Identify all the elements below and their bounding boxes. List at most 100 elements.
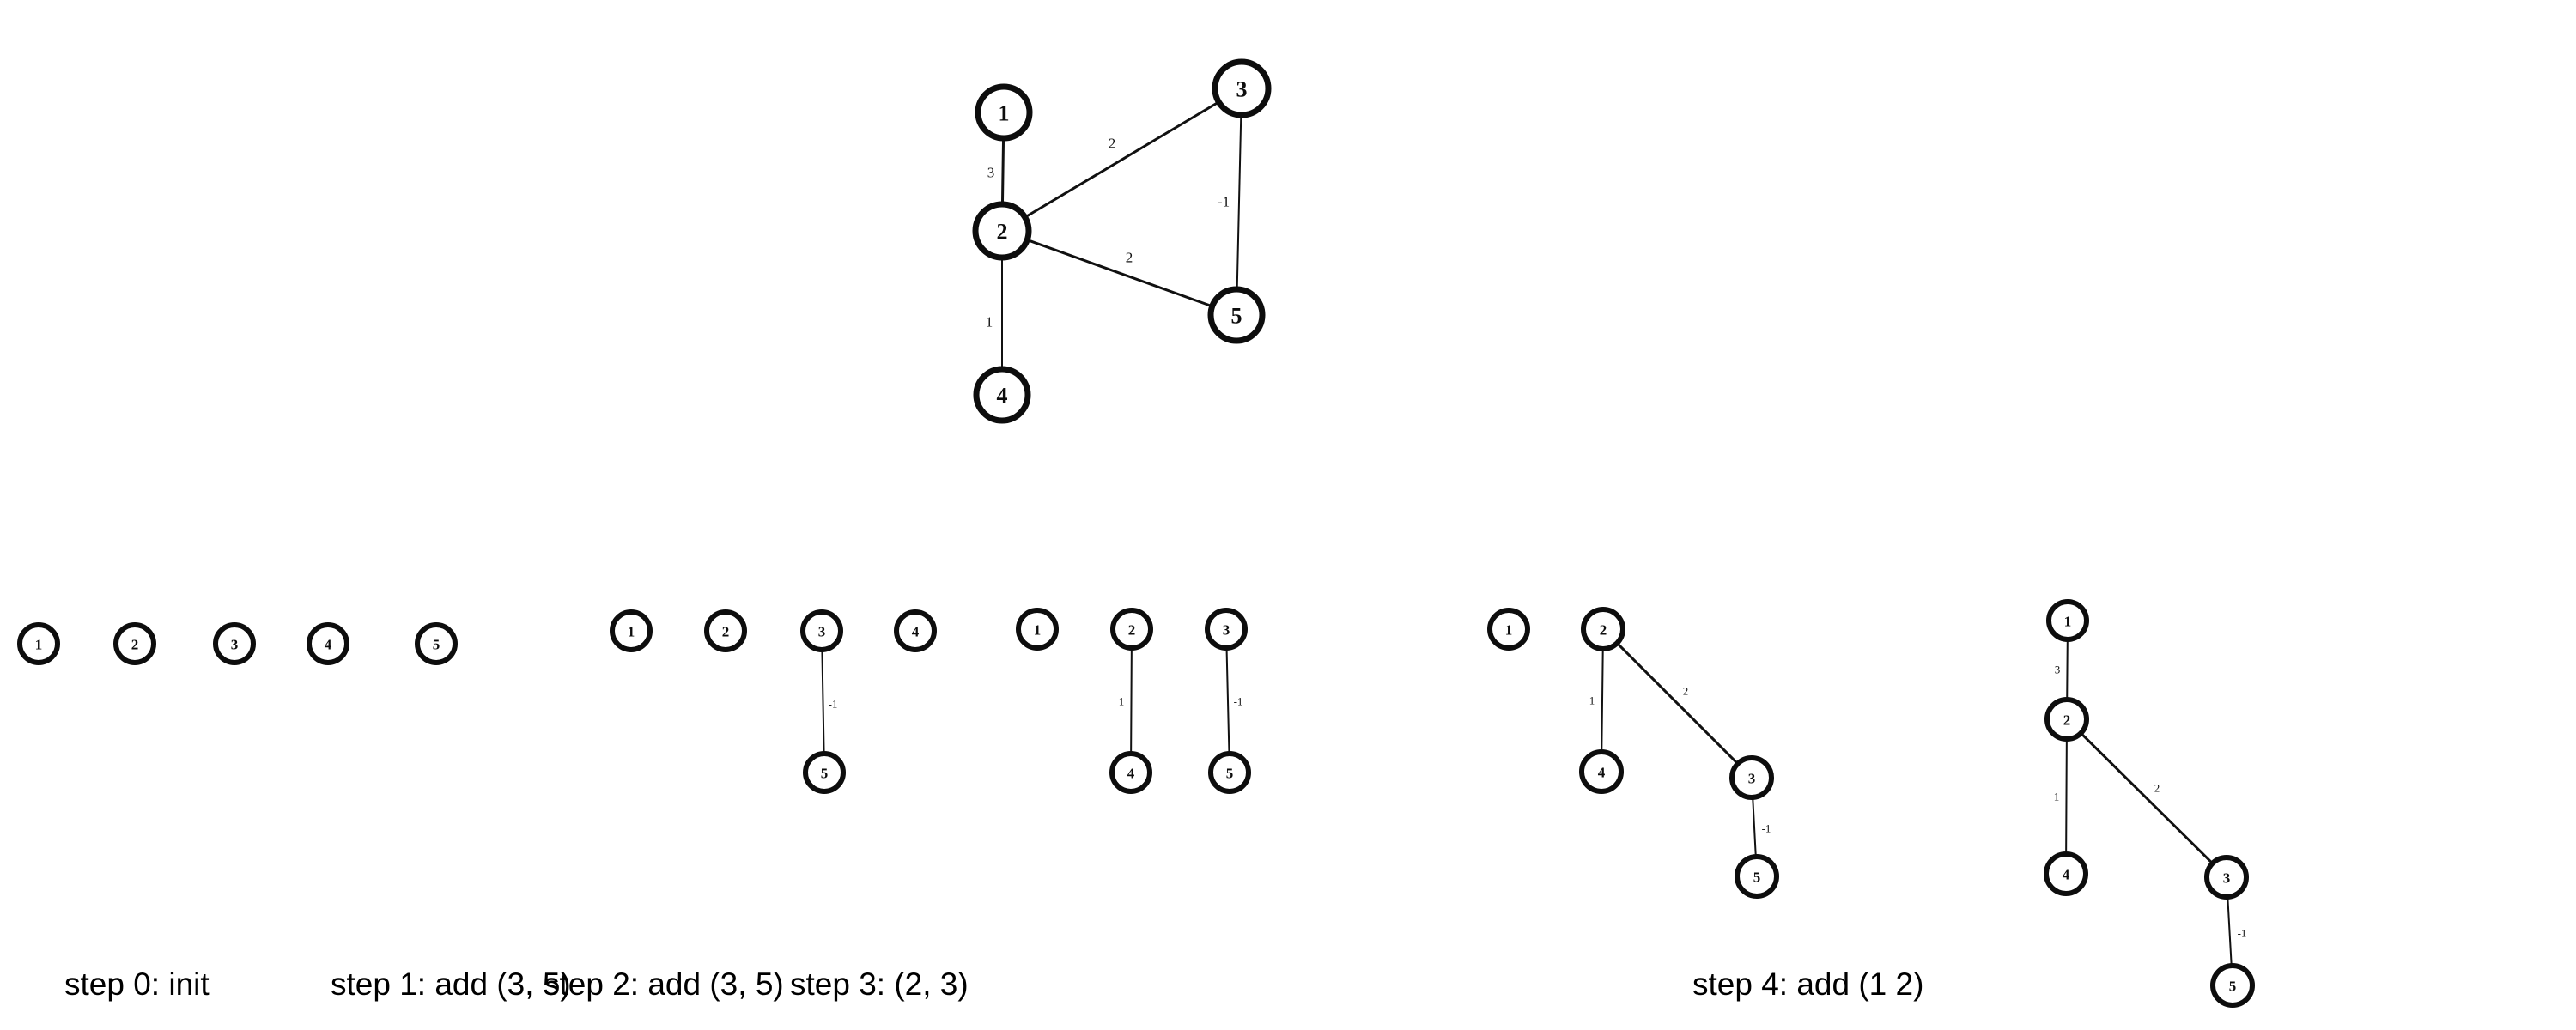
node-circle[interactable]: [113, 622, 156, 665]
edge-2-4: 1: [1119, 648, 1133, 754]
node-circle[interactable]: [1487, 608, 1530, 651]
node-label: 3: [1223, 622, 1230, 639]
node-circle[interactable]: [2210, 963, 2255, 1008]
node-circle[interactable]: [2044, 851, 2088, 896]
graph-node-1[interactable]: 1: [1016, 608, 1059, 651]
graph-node-3[interactable]: 3: [2204, 855, 2249, 900]
graph-node-5[interactable]: 5: [803, 751, 846, 794]
graph-node-2[interactable]: 2: [972, 201, 1032, 261]
node-circle[interactable]: [972, 201, 1032, 261]
edge-line: [1236, 116, 1242, 288]
graph-node-2[interactable]: 2: [704, 609, 747, 652]
graph-node-4[interactable]: 4: [894, 609, 937, 652]
graph-node-5[interactable]: 5: [1207, 286, 1266, 344]
edge-weight-label: 1: [2054, 791, 2060, 803]
graph-node-2[interactable]: 2: [1110, 608, 1153, 651]
edge-line: [2081, 733, 2213, 863]
node-label: 5: [1231, 304, 1242, 329]
graph-node-3[interactable]: 3: [1729, 755, 1774, 800]
graph-node-3[interactable]: 3: [1205, 608, 1248, 651]
node-label: 5: [433, 637, 440, 653]
node-circle[interactable]: [610, 609, 653, 652]
graph-node-5[interactable]: 5: [415, 622, 458, 665]
node-circle[interactable]: [213, 622, 256, 665]
node-label: 4: [912, 624, 920, 640]
node-label: 3: [818, 624, 826, 640]
graph-node-4[interactable]: 4: [1109, 751, 1152, 794]
node-circle[interactable]: [1208, 751, 1251, 794]
node-circle[interactable]: [1212, 58, 1272, 118]
graph-node-5[interactable]: 5: [2210, 963, 2255, 1008]
node-circle[interactable]: [975, 83, 1033, 142]
edge-3-5: -1: [821, 650, 837, 754]
node-label: 4: [1127, 766, 1135, 782]
graph-node-3[interactable]: 3: [213, 622, 256, 665]
node-circle[interactable]: [415, 622, 458, 665]
node-circle[interactable]: [1735, 854, 1779, 899]
graph-node-1[interactable]: 1: [610, 609, 653, 652]
graph-node-4[interactable]: 4: [2044, 851, 2088, 896]
node-circle[interactable]: [2046, 599, 2089, 642]
edge-weight-label: 2: [2154, 782, 2160, 795]
step-caption-step2: step 2: add (3, 5): [544, 966, 784, 1002]
node-label: 1: [1505, 622, 1513, 639]
edge-3-5: -1: [1752, 797, 1771, 857]
node-label: 2: [131, 637, 139, 653]
node-circle[interactable]: [1207, 286, 1266, 344]
step-graph-step1: -1 1 2 3 4 5: [610, 609, 937, 794]
graph-node-2[interactable]: 2: [2044, 697, 2089, 742]
node-label: 5: [1753, 869, 1761, 886]
edge-3-5: -1: [1225, 648, 1243, 754]
node-circle[interactable]: [1109, 751, 1152, 794]
node-circle[interactable]: [1729, 755, 1774, 800]
node-circle[interactable]: [1016, 608, 1059, 651]
node-circle[interactable]: [2204, 855, 2249, 900]
node-label: 1: [1034, 622, 1042, 639]
node-circle[interactable]: [1110, 608, 1153, 651]
edge-line: [1617, 643, 1738, 764]
graph-node-2[interactable]: 2: [1581, 607, 1625, 651]
edge-line: [1028, 239, 1212, 307]
edge-line: [2066, 639, 2069, 700]
node-label: 3: [1748, 771, 1756, 787]
edge-weight-label: 1: [986, 314, 993, 330]
graph-node-4[interactable]: 4: [973, 366, 1031, 424]
node-circle[interactable]: [800, 609, 843, 652]
edge-line: [1225, 648, 1230, 754]
node-label: 3: [1236, 77, 1248, 102]
node-circle[interactable]: [1581, 607, 1625, 651]
node-label: 2: [722, 624, 730, 640]
graph-node-1[interactable]: 1: [975, 83, 1033, 142]
edge-1-2: 3: [2055, 639, 2069, 700]
edge-2-4: 1: [986, 258, 1003, 368]
node-circle[interactable]: [2044, 697, 2089, 742]
node-circle[interactable]: [704, 609, 747, 652]
node-circle[interactable]: [1579, 749, 1624, 794]
graph-node-2[interactable]: 2: [113, 622, 156, 665]
graph-node-4[interactable]: 4: [1579, 749, 1624, 794]
graph-node-5[interactable]: 5: [1735, 854, 1779, 899]
node-circle[interactable]: [894, 609, 937, 652]
edge-weight-label: 3: [987, 165, 995, 181]
edge-line: [821, 650, 825, 754]
node-label: 2: [997, 220, 1008, 245]
node-circle[interactable]: [17, 622, 60, 665]
graph-node-1[interactable]: 1: [1487, 608, 1530, 651]
graph-node-1[interactable]: 1: [2046, 599, 2089, 642]
graph-node-5[interactable]: 5: [1208, 751, 1251, 794]
graph-node-1[interactable]: 1: [17, 622, 60, 665]
edge-weight-label: -1: [1762, 822, 1771, 835]
node-circle[interactable]: [1205, 608, 1248, 651]
graph-node-4[interactable]: 4: [307, 622, 349, 665]
node-circle[interactable]: [803, 751, 846, 794]
graph-node-3[interactable]: 3: [1212, 58, 1272, 118]
node-label: 4: [997, 384, 1008, 409]
edge-3-5: -1: [2227, 897, 2246, 966]
node-circle[interactable]: [973, 366, 1031, 424]
edge-weight-label: -1: [1234, 695, 1243, 708]
node-circle[interactable]: [307, 622, 349, 665]
graph-node-3[interactable]: 3: [800, 609, 843, 652]
